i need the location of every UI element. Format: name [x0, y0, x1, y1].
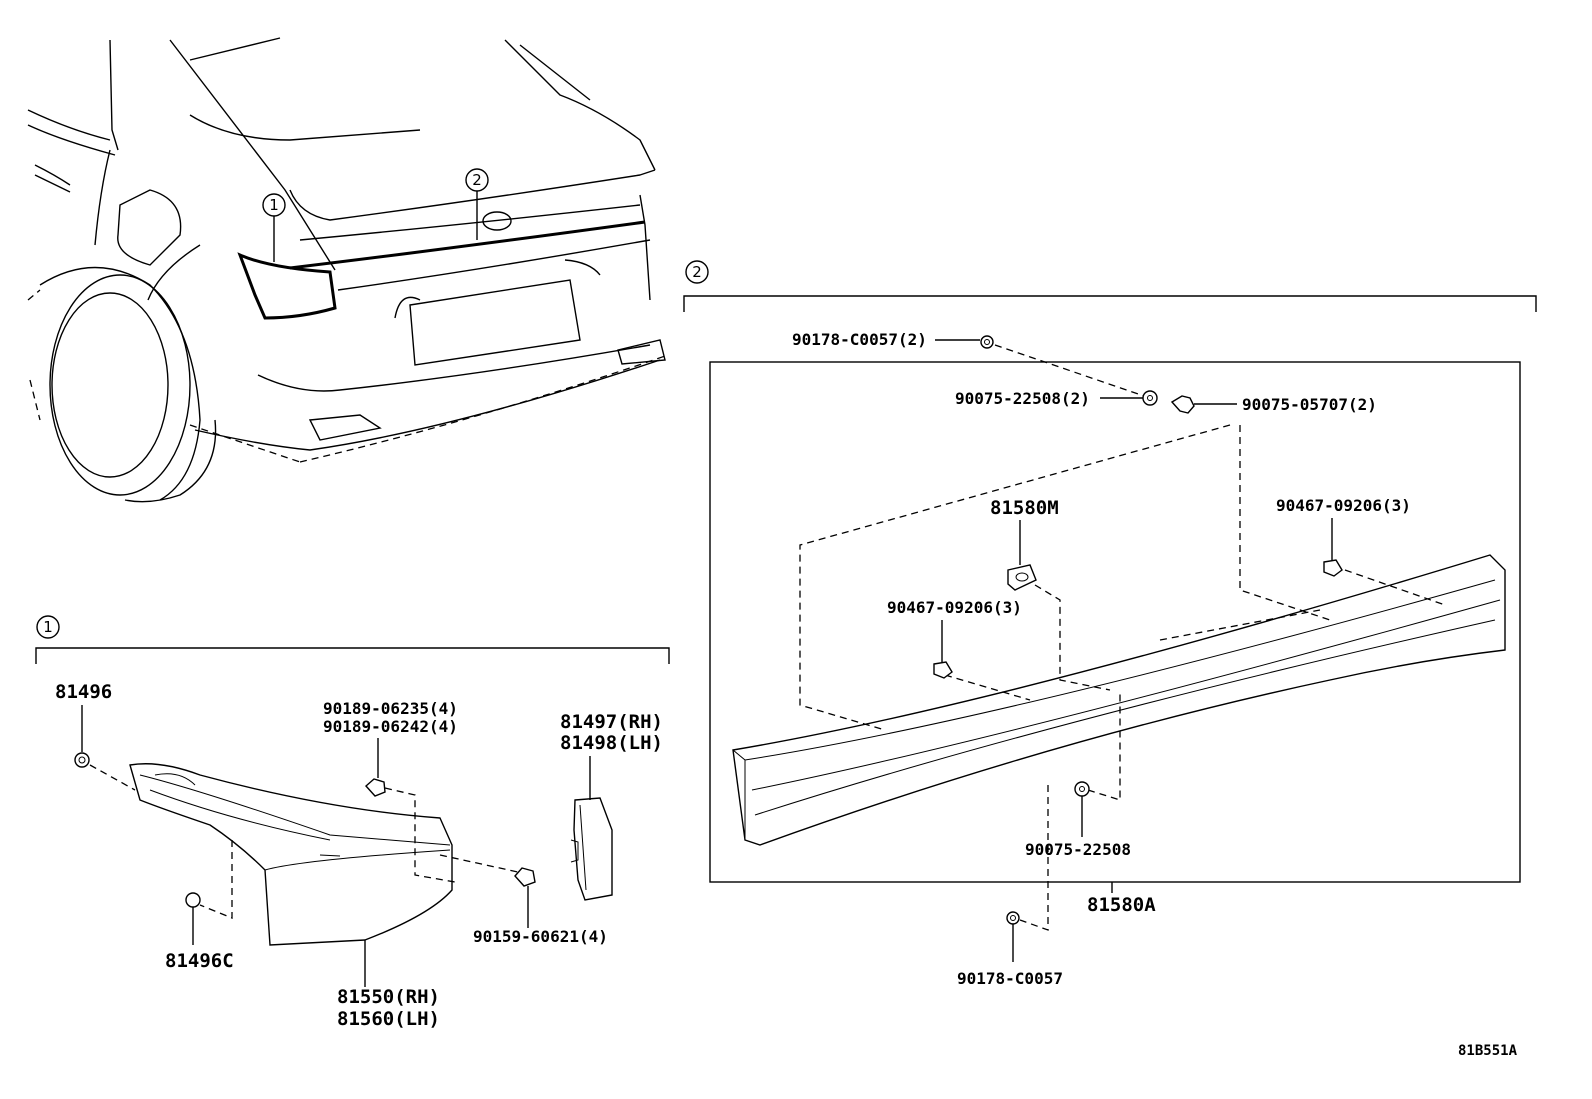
label-90189-06242-4: 90189-06242(4): [323, 717, 458, 736]
section-2-bracket: 2: [683, 260, 1537, 883]
car-callout-2: 2: [465, 168, 512, 240]
screw-90159: [514, 867, 536, 928]
label-81498-lh: 81498(LH): [560, 732, 663, 754]
section-2-leaders: [799, 344, 1446, 931]
diagram-code: 81B551A: [1458, 1043, 1518, 1059]
label-90467-09206-3-left: 90467-09206(3): [887, 598, 1022, 617]
callout-number: 1: [269, 196, 279, 214]
label-90159-60621-4: 90159-60621(4): [473, 927, 608, 946]
section-number: 2: [692, 263, 702, 281]
label-81560-lh: 81560(LH): [337, 1008, 440, 1030]
section-1-labels: 81496 90189-06235(4) 90189-06242(4) 8149…: [55, 681, 663, 1030]
grommet-90075-05707: [1170, 395, 1237, 414]
emblem-81580M: [1007, 520, 1037, 591]
label-90075-22508: 90075-22508: [1025, 840, 1131, 859]
label-90189-06235-4: 90189-06235(4): [323, 699, 458, 718]
label-90178-c0057-2: 90178-C0057(2): [792, 330, 927, 349]
rear-garnish-part: [732, 554, 1506, 846]
clip-81496: [74, 705, 90, 768]
clip-81496c: [185, 892, 201, 945]
nut-90075-22508-2: [1100, 390, 1158, 406]
side-reflector-part: [570, 797, 613, 901]
section-2-labels: 90178-C0057(2) 90075-22508(2) 90075-0570…: [792, 330, 1411, 988]
label-81496: 81496: [55, 681, 112, 703]
label-81580m: 81580M: [990, 497, 1059, 519]
label-90075-22508-2: 90075-22508(2): [955, 389, 1090, 408]
screw-90189: [365, 738, 386, 797]
section-number: 1: [43, 618, 53, 636]
clip-90178-bottom: [1006, 911, 1020, 962]
car-callout-1: 1: [262, 193, 286, 262]
section-2-fasteners: [933, 335, 1343, 962]
rear-lamp-part: [129, 763, 453, 946]
assembly-frame: [709, 361, 1521, 883]
label-81496c: 81496C: [165, 950, 234, 972]
clip-90467-left: [933, 620, 953, 679]
label-81497-rh: 81497(RH): [560, 711, 663, 733]
nut-90075-22508: [1074, 781, 1090, 837]
section-1-fasteners: [74, 705, 591, 987]
section-1-bracket: 1: [35, 615, 670, 664]
clip-90178-top: [935, 335, 994, 349]
section-1-leaders: [89, 764, 519, 919]
label-90467-09206-3-right: 90467-09206(3): [1276, 496, 1411, 515]
callout-number: 2: [472, 171, 482, 189]
label-90075-05707-2: 90075-05707(2): [1242, 395, 1377, 414]
clip-90467-right: [1323, 518, 1343, 577]
label-81580a: 81580A: [1087, 894, 1156, 916]
car-rear-illustration: [27, 37, 669, 503]
label-81550-rh: 81550(RH): [337, 986, 440, 1008]
label-90178-c0057: 90178-C0057: [957, 969, 1063, 988]
